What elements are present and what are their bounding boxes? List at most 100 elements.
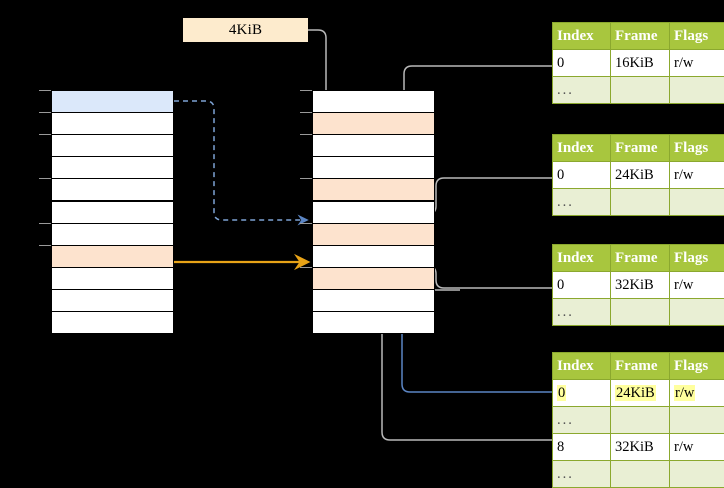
physical-frame-cell-7[interactable] xyxy=(312,245,435,268)
column-header-flags: Flags xyxy=(670,135,724,162)
virtual-page-cell-6[interactable] xyxy=(51,223,174,246)
cell-frame[interactable] xyxy=(611,299,670,326)
row-tick-mark xyxy=(39,178,51,179)
row-tick-mark xyxy=(300,90,312,91)
physical-frame-cell-4[interactable] xyxy=(312,178,435,201)
physical-frame-cell-1[interactable] xyxy=(312,112,435,135)
page-size-label: 4KiB xyxy=(183,18,308,42)
cell-flags[interactable]: r/w xyxy=(670,50,724,77)
highlighted-value: r/w xyxy=(674,385,695,401)
table-row-ellipsis[interactable]: ... xyxy=(553,407,724,434)
cell-index[interactable]: ... xyxy=(553,461,611,488)
cell-frame[interactable]: 16KiB xyxy=(611,50,670,77)
cell-flags[interactable]: r/w xyxy=(670,380,724,407)
cell-frame[interactable]: 32KiB xyxy=(611,272,670,299)
cell-flags[interactable]: r/w xyxy=(670,272,724,299)
table-row-ellipsis[interactable]: ... xyxy=(553,461,724,488)
table-row-ellipsis[interactable]: ... xyxy=(553,299,724,326)
cell-index[interactable]: 8 xyxy=(553,434,611,461)
cell-index[interactable]: ... xyxy=(553,299,611,326)
row-tick-mark xyxy=(300,267,312,268)
cell-frame[interactable]: 24KiB xyxy=(611,162,670,189)
virtual-page-cell-9[interactable] xyxy=(51,289,174,312)
table-row[interactable]: 0 24KiB r/w xyxy=(553,380,724,407)
virtual-page-cell-7[interactable] xyxy=(51,245,174,268)
column-header-index: Index xyxy=(553,135,611,162)
row-tick-mark xyxy=(39,134,51,135)
cell-flags[interactable] xyxy=(670,299,724,326)
row-tick-mark xyxy=(39,90,51,91)
cell-frame[interactable]: 24KiB xyxy=(611,380,670,407)
row-tick-mark xyxy=(300,223,312,224)
cell-frame[interactable] xyxy=(611,407,670,434)
cell-frame[interactable] xyxy=(611,461,670,488)
column-header-flags: Flags xyxy=(670,245,724,272)
row-tick-mark xyxy=(300,178,312,179)
cell-flags[interactable] xyxy=(670,189,724,216)
cell-index[interactable]: ... xyxy=(553,407,611,434)
row-tick-mark xyxy=(39,223,51,224)
row-tick-mark xyxy=(300,134,312,135)
physical-frame-cell-6[interactable] xyxy=(312,223,435,246)
physical-frame-cell-5[interactable] xyxy=(312,201,435,224)
cell-index[interactable]: ... xyxy=(553,189,611,216)
virtual-page-cell-4[interactable] xyxy=(51,178,174,201)
virtual-page-cell-3[interactable] xyxy=(51,156,174,179)
table-row-ellipsis[interactable]: ... xyxy=(553,189,724,216)
table-row-ellipsis[interactable]: ... xyxy=(553,77,724,104)
physical-frame-cell-2[interactable] xyxy=(312,134,435,157)
cell-index[interactable]: 0 xyxy=(553,272,611,299)
highlighted-value: 0 xyxy=(557,385,566,401)
physical-frame-cell-9[interactable] xyxy=(312,289,435,312)
cell-frame[interactable]: 32KiB xyxy=(611,434,670,461)
virtual-address-space-column xyxy=(51,90,174,333)
virtual-page-cell-8[interactable] xyxy=(51,267,174,290)
cell-index[interactable]: 0 xyxy=(553,50,611,77)
highlighted-value: 24KiB xyxy=(615,385,656,401)
cell-index[interactable]: 0 xyxy=(553,162,611,189)
virtual-page-cell-2[interactable] xyxy=(51,134,174,157)
cell-frame[interactable] xyxy=(611,189,670,216)
physical-frame-cell-0[interactable] xyxy=(312,90,435,113)
physical-frame-cell-8[interactable] xyxy=(312,267,435,290)
virtual-page-cell-5[interactable] xyxy=(51,201,174,224)
cell-flags[interactable] xyxy=(670,77,724,104)
column-header-frame: Frame xyxy=(611,135,670,162)
cell-flags[interactable]: r/w xyxy=(670,434,724,461)
virtual-page-cell-10[interactable] xyxy=(51,311,174,334)
row-tick-mark xyxy=(39,245,51,246)
row-tick-mark xyxy=(300,112,312,113)
cell-frame[interactable] xyxy=(611,77,670,104)
cell-index[interactable]: 0 xyxy=(553,380,611,407)
column-header-flags: Flags xyxy=(670,23,724,50)
virtual-page-cell-1[interactable] xyxy=(51,112,174,135)
column-header-flags: Flags xyxy=(670,353,724,380)
virtual-page-cell-0[interactable] xyxy=(51,90,174,113)
column-header-index: Index xyxy=(553,245,611,272)
column-header-index: Index xyxy=(553,353,611,380)
column-header-frame: Frame xyxy=(611,245,670,272)
physical-frame-cell-3[interactable] xyxy=(312,156,435,179)
column-header-frame: Frame xyxy=(611,23,670,50)
physical-memory-column xyxy=(312,90,435,333)
cell-flags[interactable] xyxy=(670,407,724,434)
row-tick-mark xyxy=(39,112,51,113)
cell-index[interactable]: ... xyxy=(553,77,611,104)
column-header-frame: Frame xyxy=(611,353,670,380)
cell-flags[interactable]: r/w xyxy=(670,162,724,189)
physical-frame-cell-10[interactable] xyxy=(312,311,435,334)
cell-flags[interactable] xyxy=(670,461,724,488)
